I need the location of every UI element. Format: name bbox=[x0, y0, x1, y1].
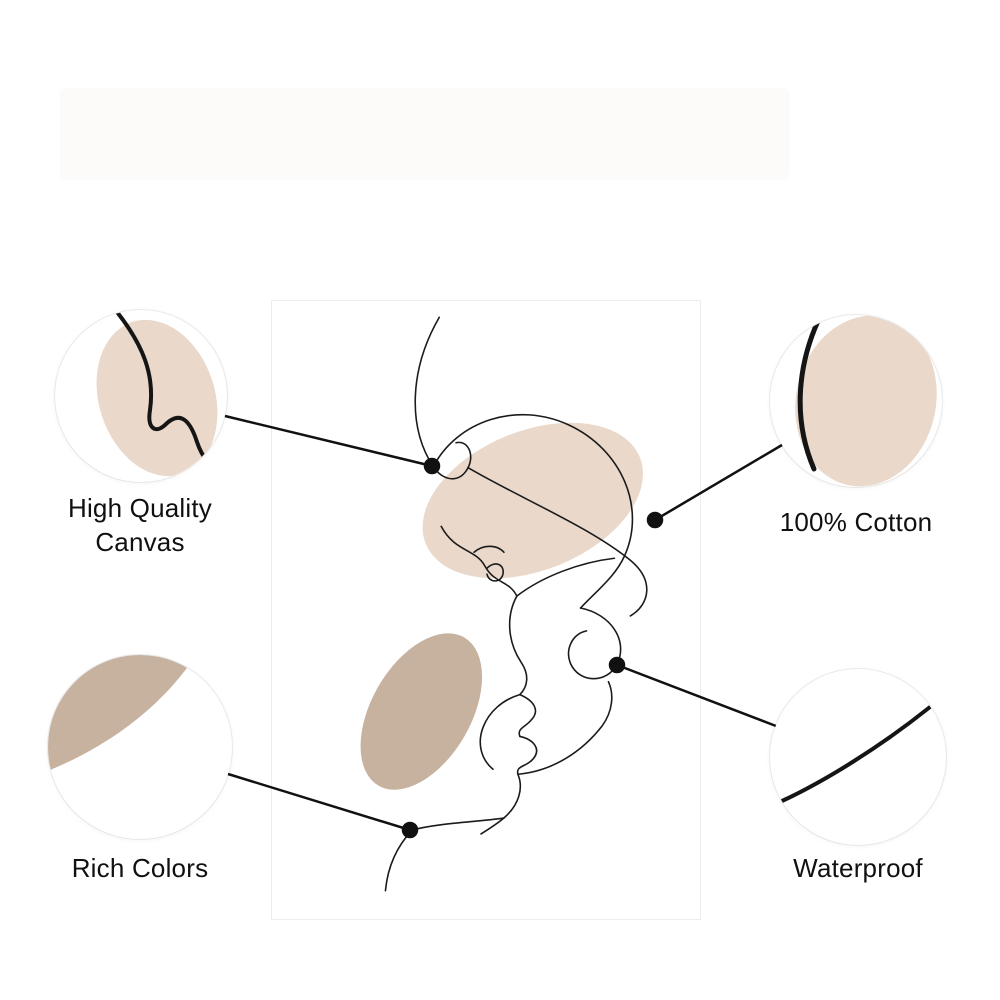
label-cotton: 100% Cotton bbox=[779, 507, 933, 537]
zoom-detail-cotton bbox=[795, 315, 937, 487]
zoom-detail-waterproof bbox=[780, 705, 932, 803]
one-line-face-drawing bbox=[384, 316, 648, 892]
tan-blob bbox=[360, 633, 483, 790]
line-art-illustration bbox=[360, 316, 648, 892]
callout-circle-high-quality-canvas bbox=[55, 310, 227, 482]
top-blank-panel bbox=[60, 88, 790, 180]
callout-circle-waterproof bbox=[770, 669, 946, 845]
beige-blob bbox=[422, 422, 643, 579]
canvas-artwork bbox=[271, 300, 701, 920]
label-rich-colors: Rich Colors bbox=[71, 853, 209, 883]
zoom-detail-canvas-texture bbox=[96, 310, 225, 477]
zoom-detail-rich-colors bbox=[48, 655, 197, 771]
callout-circle-rich-colors bbox=[48, 655, 232, 839]
label-high-quality-canvas: High Quality Canvas bbox=[67, 493, 213, 557]
callout-circle-cotton bbox=[770, 315, 942, 487]
label-waterproof: Waterproof bbox=[793, 853, 923, 883]
